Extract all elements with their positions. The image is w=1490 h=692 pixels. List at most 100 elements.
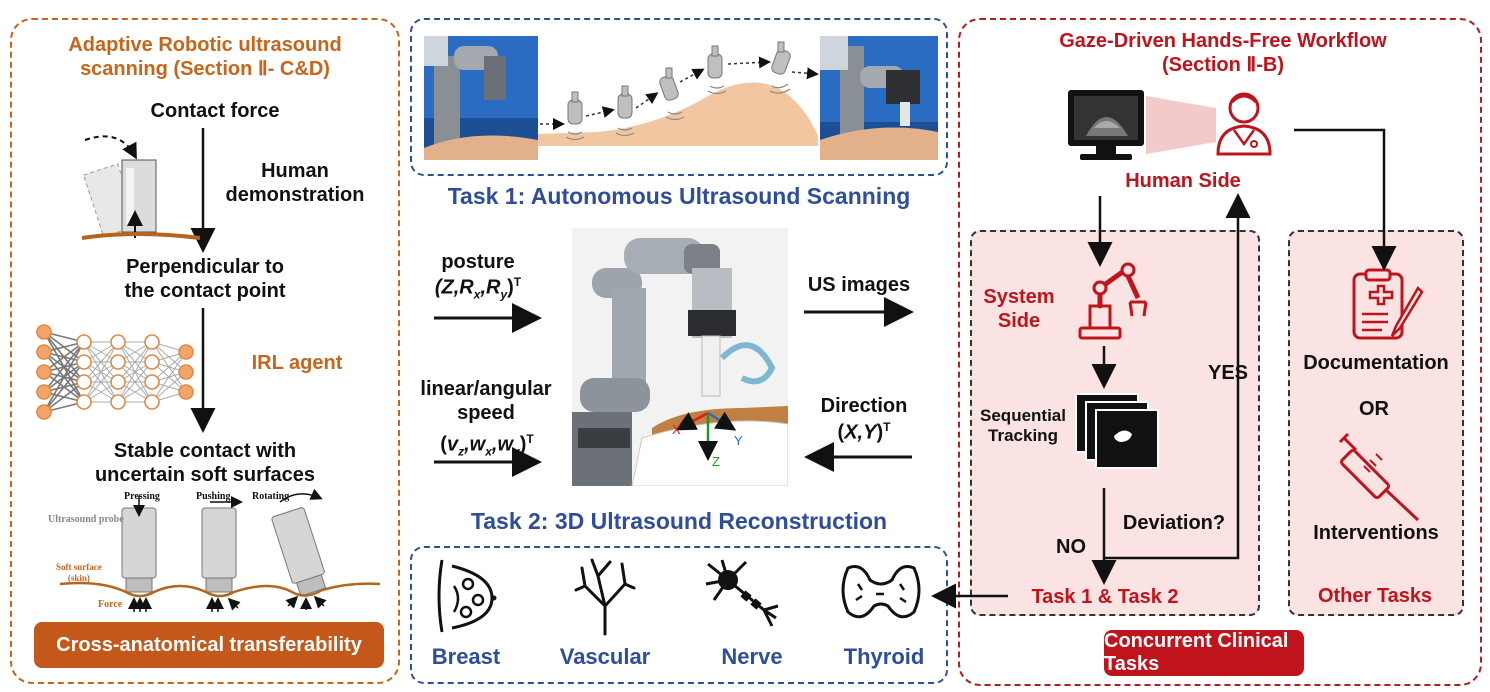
- nn-node: [178, 364, 194, 380]
- sequential-line2: Tracking: [988, 426, 1058, 446]
- linear-line1: linear/angular: [420, 378, 552, 400]
- stable-line2: uncertain soft surfaces: [94, 463, 316, 486]
- nn-node: [36, 344, 52, 360]
- left-title-line1: Adaptive Robotic ultrasound: [68, 34, 342, 56]
- pushing-label: Pushing: [196, 491, 231, 502]
- scanning-photo-end: [820, 36, 938, 160]
- irl-agent-label: IRL agent: [251, 352, 343, 374]
- scanning-photo-start: [424, 36, 538, 160]
- human-demo-line2: demonstration: [225, 183, 365, 206]
- soft-surface-line2: (skin): [67, 572, 90, 583]
- nn-node: [76, 354, 92, 370]
- nn-node: [178, 384, 194, 400]
- robot-arm-icon: [1078, 262, 1148, 340]
- force-label: Force: [98, 599, 123, 610]
- posture-vec-main: (Z,R: [434, 276, 474, 299]
- direction-label: Direction: [820, 395, 908, 417]
- sequential-tracking-images: [1075, 393, 1159, 469]
- nn-connection: [43, 341, 85, 373]
- left-panel-title: Adaptive Robotic ultrasound scanning (Se…: [20, 34, 390, 81]
- system-side-line2: Side: [997, 309, 1041, 332]
- nn-node: [36, 364, 52, 380]
- anatomy-vascular-label: Vascular: [559, 644, 651, 669]
- task2-title: Task 2: 3D Ultrasound Reconstruction: [470, 508, 888, 534]
- or-label: OR: [1359, 398, 1389, 420]
- posture-label: posture: [441, 251, 515, 273]
- nn-node: [110, 394, 126, 410]
- anatomy-nerve-label: Nerve: [721, 644, 783, 669]
- deviation-label: Deviation?: [1122, 512, 1226, 534]
- nn-connection: [83, 361, 119, 403]
- vascular-icon: [574, 558, 636, 636]
- left-title-line2: scanning (Section Ⅱ- C&D): [80, 57, 330, 80]
- nn-connection: [117, 341, 153, 383]
- syringe-icon: [1338, 432, 1420, 522]
- anatomy-thyroid-label: Thyroid: [843, 644, 925, 669]
- cross-anatomical-transferability-button: Cross-anatomical transferability: [34, 622, 384, 668]
- interventions-label: Interventions: [1313, 522, 1439, 544]
- nn-connection: [117, 341, 153, 403]
- perpendicular-line2: the contact point: [124, 279, 286, 302]
- system-side-label: System Side: [974, 286, 1064, 333]
- robot-photo: X Y Z: [572, 228, 788, 486]
- posture-vector: (Z,Rx,Ry)T: [434, 275, 522, 302]
- sequential-line1: Sequential: [980, 406, 1066, 425]
- direction-vector: (X,Y)T: [837, 420, 891, 444]
- no-label: NO: [1056, 536, 1086, 558]
- scanning-sequence-illustration: [538, 41, 819, 146]
- human-demo-line1: Human: [261, 160, 329, 182]
- nn-node: [36, 324, 52, 340]
- nn-connection: [43, 381, 85, 413]
- posture-superscript: T: [513, 275, 522, 289]
- perpendicular-label: Perpendicular to the contact point: [90, 256, 320, 303]
- rotating-label: Rotating: [252, 491, 290, 502]
- sequential-tracking-label: Sequential Tracking: [970, 406, 1076, 446]
- concurrent-clinical-tasks-button: Concurrent Clinical Tasks: [1104, 630, 1304, 676]
- left-panel: [10, 18, 400, 684]
- right-title-line2: (Section Ⅱ-B): [1161, 53, 1285, 76]
- linear-angular-speed-label: linear/angular speed: [408, 378, 564, 425]
- soft-surface-label: Soft surface (skin): [56, 562, 102, 583]
- nn-node: [110, 354, 126, 370]
- documentation-label: Documentation: [1303, 352, 1449, 374]
- stable-line1: Stable contact with: [113, 440, 297, 462]
- nn-connection: [43, 361, 85, 413]
- human-demonstration-label: Human demonstration: [200, 160, 390, 207]
- task12-label: Task 1 & Task 2: [1031, 586, 1179, 608]
- breast-icon: [437, 559, 497, 633]
- nn-connection: [117, 361, 153, 403]
- monitor-gaze-icon: [1068, 90, 1216, 160]
- other-tasks-box: [1288, 230, 1464, 616]
- task2-panel: [410, 546, 948, 684]
- right-title-line1: Gaze-Driven Hands-Free Workflow: [1059, 30, 1387, 52]
- nn-node: [76, 394, 92, 410]
- nn-node: [178, 344, 194, 360]
- perpendicular-line1: Perpendicular to: [126, 256, 284, 278]
- nn-connection: [43, 341, 85, 413]
- axis-y-label: Y: [734, 433, 743, 448]
- nn-node: [36, 404, 52, 420]
- nn-node: [144, 374, 160, 390]
- nn-connection: [43, 341, 85, 393]
- probe-demonstration-illustration: [81, 135, 201, 240]
- nn-node: [144, 394, 160, 410]
- task1-title: Task 1: Autonomous Ultrasound Scanning: [447, 183, 911, 209]
- documentation-icon: [1352, 268, 1424, 340]
- nerve-icon: [705, 559, 779, 627]
- right-panel-title: Gaze-Driven Hands-Free Workflow (Section…: [968, 30, 1478, 77]
- nn-node: [144, 354, 160, 370]
- nn-connection: [83, 341, 119, 383]
- stable-contact-label: Stable contact with uncertain soft surfa…: [40, 440, 370, 487]
- other-tasks-label: Other Tasks: [1317, 585, 1433, 607]
- nn-node: [36, 384, 52, 400]
- nn-connection: [151, 351, 187, 403]
- doctor-icon: [1216, 92, 1272, 156]
- task1-panel: [410, 18, 948, 176]
- pressing-label: Pressing: [124, 491, 160, 502]
- nn-node: [144, 334, 160, 350]
- nn-node: [76, 374, 92, 390]
- human-side-label: Human Side: [1125, 170, 1241, 192]
- probe-interaction-illustration: [59, 488, 381, 612]
